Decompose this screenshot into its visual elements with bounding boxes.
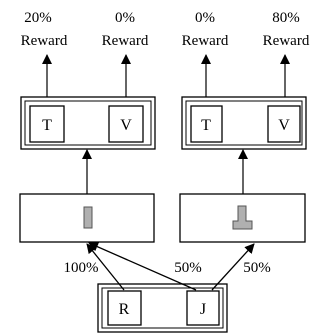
bottom-box: R J <box>97 283 228 333</box>
reward-percent: 80% <box>272 10 300 26</box>
reward-percent: 0% <box>195 10 215 26</box>
reward-word: Reward <box>102 33 149 49</box>
option-box-r <box>107 290 142 326</box>
middle-left-box <box>19 193 155 243</box>
reward-word: Reward <box>263 33 310 49</box>
option-letter: J <box>200 301 206 318</box>
t-shape-icon <box>232 205 253 230</box>
option-box-t <box>29 105 65 143</box>
arrow-label-j-right: 50% <box>243 260 271 276</box>
option-letter: V <box>120 117 132 134</box>
arrow-r-to-middle-left <box>86 243 125 291</box>
arrow-label-r-left: 100% <box>64 260 99 276</box>
option-letter: V <box>278 117 290 134</box>
option-box-v <box>267 105 301 143</box>
option-letter: T <box>201 117 211 134</box>
option-box-j <box>186 290 220 326</box>
reward-label-right-left: 0% Reward <box>182 10 229 49</box>
reward-percent: 20% <box>24 10 52 26</box>
top-right-box: T V <box>181 96 307 150</box>
reward-label-right-right: 80% Reward <box>263 10 310 49</box>
vertical-bar-icon <box>83 206 93 229</box>
reward-label-left-right: 0% Reward <box>102 10 149 49</box>
option-box-t <box>190 105 223 143</box>
arrow-j-to-middle-left <box>88 242 197 291</box>
option-box-v <box>108 105 144 143</box>
top-left-box: T V <box>20 96 156 150</box>
arrow-j-to-middle-right <box>211 243 255 291</box>
option-letter: T <box>42 117 52 134</box>
reward-percent: 0% <box>115 10 135 26</box>
option-letter: R <box>119 301 130 318</box>
middle-right-box <box>179 193 306 243</box>
arrow-label-j-left: 50% <box>174 260 202 276</box>
reward-label-left-left: 20% Reward <box>21 10 68 49</box>
reward-word: Reward <box>182 33 229 49</box>
reward-word: Reward <box>21 33 68 49</box>
